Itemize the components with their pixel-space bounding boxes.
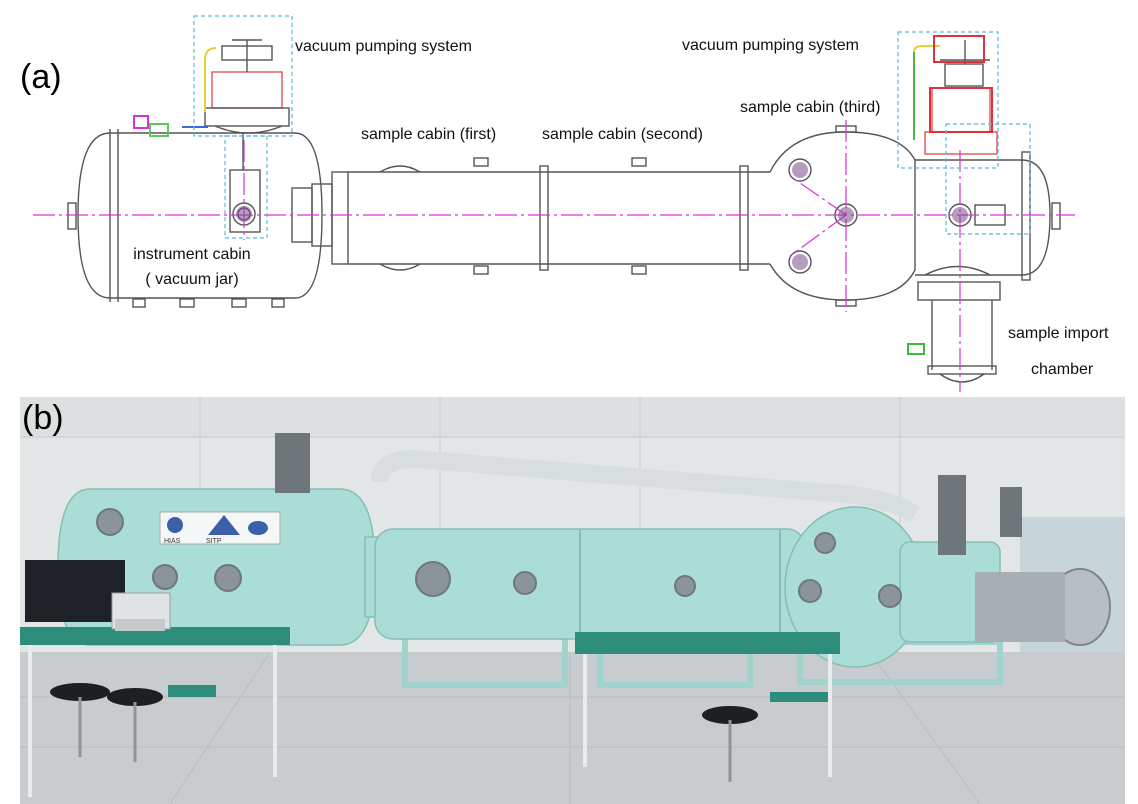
- label-cabin-first: sample cabin (first): [361, 126, 497, 143]
- instrument-cabin-outline: [77, 132, 323, 299]
- label-instrument-line2: ( vacuum jar): [145, 270, 239, 288]
- label-instrument-cabin: instrument cabin ( vacuum jar): [112, 243, 272, 293]
- label-pump-right: vacuum pumping system: [682, 37, 859, 54]
- logo-text-sitp: SITP: [206, 538, 222, 545]
- logo-text-hias: HIAS: [164, 538, 181, 545]
- panel-b-photo: (b): [20, 397, 1125, 804]
- label-cabin-third: sample cabin (third): [740, 99, 881, 116]
- monitor: [25, 560, 125, 622]
- third-cabin-sphere: [769, 131, 916, 301]
- label-instrument-line1: instrument cabin: [133, 246, 251, 263]
- lab-photo: HIAS SITP: [20, 397, 1125, 804]
- label-cabin-second: sample cabin (second): [542, 126, 703, 143]
- label-import-line2: chamber: [1031, 361, 1094, 378]
- panel-b-letter: (b): [22, 399, 64, 437]
- label-pump-left: vacuum pumping system: [295, 38, 472, 55]
- panel-a-letter: (a): [20, 58, 62, 96]
- vacuum-system-drawing: [33, 15, 1075, 392]
- label-import-line1: sample import: [1008, 325, 1109, 342]
- pump-box-right: [897, 31, 999, 169]
- panel-a-drawing: (a) vacuum pumping system vacuum pumping…: [0, 0, 1138, 392]
- pump-box-left: [193, 15, 293, 137]
